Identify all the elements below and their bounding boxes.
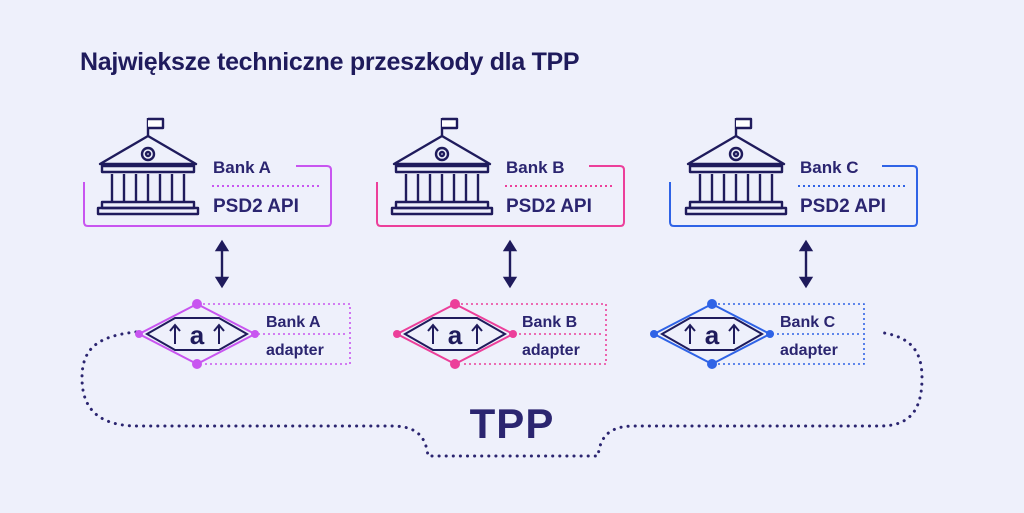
bank-c-name: Bank C — [800, 158, 859, 177]
api-box-outline — [669, 165, 918, 227]
bank-building-icon — [96, 117, 200, 216]
bank-c-adapter-name: Bank C — [780, 314, 836, 331]
bank-building-icon — [390, 117, 494, 216]
adapter-letter: a — [448, 320, 463, 350]
bank-a-adapter-label: adapter — [266, 342, 324, 359]
api-box-outline — [83, 165, 332, 227]
adapter-letter: a — [705, 320, 720, 350]
adapter-box-outline — [203, 303, 351, 365]
adapter-box-outline — [718, 303, 865, 365]
bank-c-adapter-label: adapter — [780, 342, 838, 359]
api-box-outline — [376, 165, 625, 227]
bank-c-api: PSD2 API — [800, 196, 886, 217]
bank-a-api: PSD2 API — [213, 196, 299, 217]
adapter-box-outline — [461, 303, 607, 365]
bank-a-adapter-name: Bank A — [266, 314, 321, 331]
tpp-label: TPP — [469, 400, 555, 447]
bank-group-c: a — [650, 117, 918, 369]
adapter-diamond-icon: a — [650, 299, 774, 369]
double-arrow-icon — [502, 239, 518, 289]
bank-b-adapter-label: adapter — [522, 342, 580, 359]
bank-group-a: a — [83, 117, 351, 369]
adapter-diamond-icon: a — [393, 299, 517, 369]
double-arrow-icon — [214, 239, 230, 289]
bank-b-name: Bank B — [506, 158, 565, 177]
adapter-diamond-icon: a — [135, 299, 259, 369]
adapter-letter: a — [190, 320, 205, 350]
double-arrow-icon — [798, 239, 814, 289]
page-title: Największe techniczne przeszkody dla TPP — [80, 48, 580, 76]
bank-building-icon — [684, 117, 788, 216]
bank-a-name: Bank A — [213, 158, 271, 177]
bank-group-b: a — [376, 117, 625, 369]
bank-b-adapter-name: Bank B — [522, 314, 578, 331]
bank-b-api: PSD2 API — [506, 196, 592, 217]
